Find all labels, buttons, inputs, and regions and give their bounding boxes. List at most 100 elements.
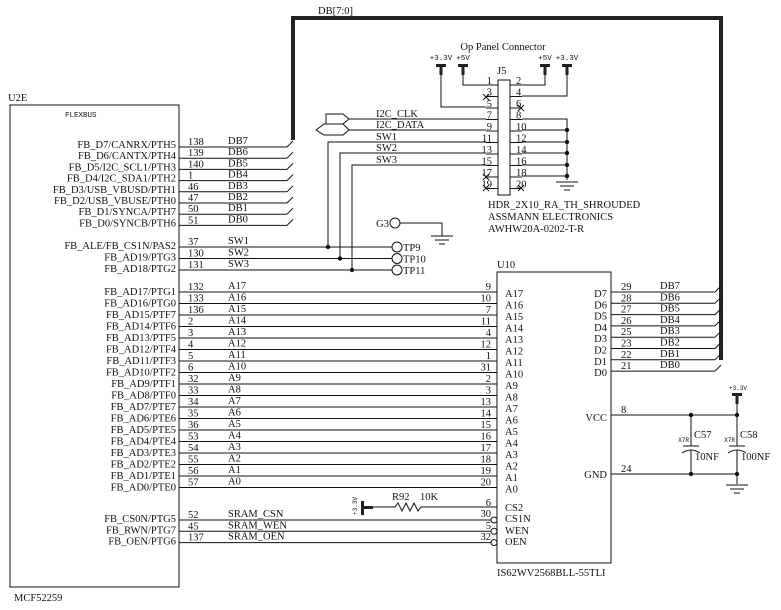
active-low-bubble — [490, 527, 498, 535]
mcu-pin-name: FB_AD18/PTG2 — [104, 264, 176, 275]
no-connect-icon — [517, 104, 525, 112]
power-symbol — [565, 64, 569, 75]
net-sw3 — [351, 164, 486, 270]
mcu-pin-number: 34 — [188, 397, 199, 408]
power-symbol — [735, 393, 739, 404]
mcu-pin-name: FB_OEN/PTG6 — [108, 537, 176, 548]
net-label: DB6 — [660, 292, 680, 303]
net-label: DB7 — [660, 281, 680, 292]
bus-entry — [714, 296, 722, 304]
mcu-pin-number: 45 — [188, 521, 199, 532]
mcu-pin-number: 57 — [188, 478, 199, 489]
connector-pin-number: 10 — [516, 122, 527, 133]
sram-pin-name: A5 — [505, 427, 518, 438]
sram-pin-name: GND — [584, 470, 607, 481]
sram-pin-name: D5 — [594, 312, 607, 323]
mcu-pin-name: FB_AD5/PTE5 — [111, 425, 176, 436]
sram-part-label: IS62WV2568BLL-55TLI — [497, 568, 606, 579]
sram-pin-number: 4 — [486, 328, 492, 339]
sram-pin-number: 19 — [481, 466, 492, 477]
power-label: +3.3V — [729, 385, 747, 392]
net-label: A7 — [228, 396, 241, 407]
sram-pin-name: A9 — [505, 381, 518, 392]
power-symbol — [543, 64, 547, 75]
net-label: DB3 — [660, 326, 680, 337]
net-gnd — [522, 118, 568, 180]
sram-pin-name: A14 — [505, 324, 524, 335]
mcu-pin-name: FB_D0/SYNCB/PTH6 — [79, 218, 176, 229]
net-label: SRAM_OEN — [228, 532, 285, 543]
sram-pin-name: WEN — [505, 526, 529, 537]
mcu-pin-name: FB_D4/I2C_SDA1/PTH2 — [67, 174, 176, 185]
mcu-pin-name: FB_D6/CANTX/PTH4 — [78, 151, 177, 162]
mcu-pin-number: 138 — [188, 137, 204, 148]
capacitor-ref: C57 — [694, 430, 712, 441]
bus-entry — [714, 285, 722, 293]
net-label: I2C_CLK — [376, 109, 418, 120]
net-label: SW2 — [376, 143, 397, 154]
mcu-pin-number: 131 — [188, 260, 204, 271]
net-label: DB1 — [228, 203, 248, 214]
connector-pin-number: 1 — [487, 76, 492, 87]
connector-pin-number: 7 — [487, 111, 492, 122]
data-bus-db — [291, 16, 723, 360]
net-label: A10 — [228, 362, 246, 373]
mcu-pin-number: 35 — [188, 409, 199, 420]
power-label: +3.3V — [556, 55, 579, 63]
net-label: DB4 — [228, 170, 249, 181]
net-label: SW3 — [228, 259, 249, 270]
sram-pin-name: A3 — [505, 450, 518, 461]
power-symbol — [361, 506, 373, 509]
connector-description: HDR_2X10_RA_TH_SHROUDED — [488, 200, 641, 211]
ground-symbol — [556, 181, 578, 191]
bus-entry — [714, 330, 722, 338]
mcu-pin-number: 32 — [188, 374, 199, 385]
net-3v3 — [522, 75, 568, 97]
bus-entry — [286, 140, 294, 148]
mcu-pin-number: 46 — [188, 182, 199, 193]
offpage-connector-i2c-clk — [325, 113, 350, 125]
mcu-pin-name: FB_AD7/PTE7 — [111, 402, 176, 413]
sram-pin-number: 24 — [621, 464, 632, 475]
testpoint-label: G3 — [376, 219, 389, 230]
net-label: DB2 — [660, 338, 680, 349]
net-gnd — [400, 222, 443, 236]
mcu-pin-number: 47 — [188, 193, 199, 204]
bus-entry — [286, 196, 294, 204]
junction-dot — [337, 256, 343, 261]
mcu-pin-name: FB_AD1/PTE1 — [111, 471, 176, 482]
net-label: A15 — [228, 304, 246, 315]
sram-pin-name: D6 — [594, 300, 607, 311]
sram-pin-number: 29 — [621, 282, 632, 293]
connector-pin-number: 15 — [482, 157, 493, 168]
connector-description: ASSMANN ELECTRONICS — [488, 212, 613, 223]
sram-pin-number: 31 — [481, 363, 492, 374]
bus-entry — [286, 163, 294, 170]
connector-j5-body — [497, 79, 511, 196]
sram-pin-number: 16 — [481, 432, 492, 443]
mcu-pin-number: 132 — [188, 282, 204, 293]
mcu-pin-number: 4 — [188, 340, 194, 351]
mcu-pin-name: FB_D1/SYNCA/PTH7 — [79, 207, 176, 218]
sram-pin-name: A7 — [505, 404, 518, 415]
sram-pin-number: 22 — [621, 350, 632, 361]
sram-pin-name: D1 — [594, 357, 607, 368]
net-label: A2 — [228, 454, 241, 465]
mcu-pin-name: FB_CS0N/PTG5 — [104, 514, 176, 525]
sram-pin-name: A13 — [505, 335, 523, 346]
sram-pin-number: 25 — [621, 327, 632, 338]
mcu-pin-name: FB_AD11/PTF3 — [106, 356, 176, 367]
net-label: SRAM_CSN — [228, 509, 284, 520]
sram-pin-name: OEN — [505, 537, 527, 548]
net-label: A5 — [228, 419, 241, 430]
net-label: A14 — [228, 316, 247, 327]
sram-pin-name: A16 — [505, 301, 523, 312]
net-sw2 — [339, 152, 486, 258]
mcu-part-label: MCF52259 — [14, 593, 62, 604]
power-label: +3.3V — [430, 55, 453, 63]
mcu-pin-name: FB_AD13/PTF5 — [106, 333, 176, 344]
sram-pin-name: D4 — [594, 323, 608, 334]
mcu-pin-number: 140 — [188, 159, 204, 170]
mcu-pin-name: FB_AD9/PTF1 — [111, 379, 176, 390]
